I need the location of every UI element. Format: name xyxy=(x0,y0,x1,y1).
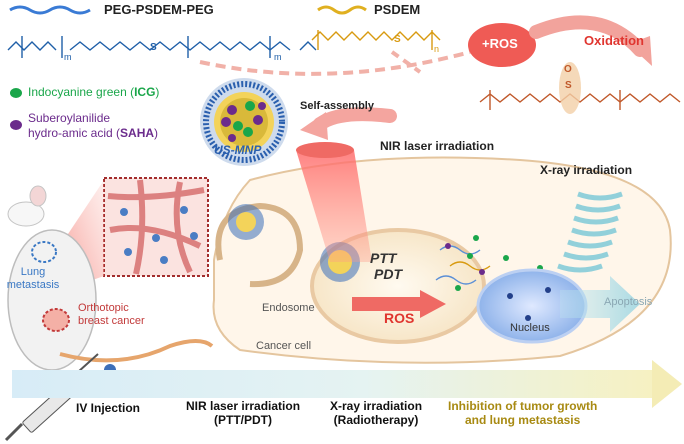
ros-bubble xyxy=(468,23,536,67)
oxidized-sulfur-label: S xyxy=(565,80,572,91)
timeline-arrow-head xyxy=(652,360,682,408)
dna-dot xyxy=(507,293,513,299)
timeline-step-xray: X-ray irradiation(Radiotherapy) xyxy=(330,399,423,427)
self-assembly-arrow-head xyxy=(300,112,328,140)
ros-label: ROS xyxy=(384,310,415,326)
tissue-nanoparticles xyxy=(120,206,198,264)
dna-dot xyxy=(525,315,531,321)
oxidation-arrow xyxy=(529,15,647,57)
subscript-m-right: m xyxy=(274,52,282,62)
endosome-label: Endosome xyxy=(262,302,315,314)
xray-label: X-ray irradiation xyxy=(540,163,633,177)
lung-metastasis-marker xyxy=(31,241,57,263)
breast-cancer-marker xyxy=(42,308,70,332)
timeline-step-iv-injection: IV Injection xyxy=(76,401,141,415)
subscript-m: m xyxy=(64,52,72,62)
saha-dot-icon xyxy=(10,120,22,130)
psdem-sulfur-label: S xyxy=(394,34,401,45)
oxidation-label: Oxidation xyxy=(584,33,644,48)
timeline-bar xyxy=(12,370,652,398)
legend-saha-line1: Suberoylanilide xyxy=(28,111,111,125)
ros-arrow-head xyxy=(420,290,446,318)
us-mnp-label: US-MNP xyxy=(214,143,262,157)
nir-laser-beam xyxy=(296,150,372,262)
xray-beam xyxy=(557,191,623,273)
pdt-label: PDT xyxy=(374,266,402,282)
psdem-structure xyxy=(311,30,441,50)
ptt-label: PTT xyxy=(370,250,397,266)
sulfoxide-highlight xyxy=(559,62,581,114)
ros-bubble-label: +ROS xyxy=(482,36,518,51)
endocytosis-vesicle xyxy=(215,202,304,288)
timeline-step-nir: NIR laser irradiation(PTT/PDT) xyxy=(186,399,301,427)
psdem-chain-icon xyxy=(317,5,367,15)
mouse-illustration xyxy=(7,185,214,371)
legend-icg: Indocyanine green (ICG) xyxy=(28,85,160,99)
peg-psdem-peg-structure xyxy=(7,36,317,58)
peg-chain-icon xyxy=(9,5,91,15)
self-assembly-arrow xyxy=(313,107,397,131)
oxidation-arrow-head xyxy=(628,36,652,66)
apoptosis-arrow xyxy=(560,276,640,332)
drug-dots xyxy=(221,101,266,142)
cancer-cell-label: Cancer cell xyxy=(256,340,312,352)
nucleus-label: Nucleus xyxy=(510,322,550,334)
peg-psdem-peg-label: PEG-PSDEM-PEG xyxy=(104,2,214,17)
dna-dot xyxy=(545,287,551,293)
dashed-arrow-blue xyxy=(199,50,471,76)
apoptosis-label: Apoptosis xyxy=(604,296,653,308)
internalizing-core xyxy=(236,212,256,232)
laser-source xyxy=(296,142,354,158)
nir-laser-label: NIR laser irradiation xyxy=(380,139,495,153)
psdem-label: PSDEM xyxy=(374,2,421,17)
oxidized-structure xyxy=(479,90,681,110)
blood-vessels xyxy=(107,179,205,275)
oxidized-oxygen-label: O xyxy=(564,64,572,75)
sulfur-atom-label: S xyxy=(150,42,157,53)
dashed-arrow-orange xyxy=(390,50,422,74)
self-assembly-label: Self-assembly xyxy=(300,100,374,112)
subscript-n: n xyxy=(434,44,440,54)
icg-dot-icon xyxy=(10,88,22,98)
legend-saha-line2: hydro-amic acid (SAHA) xyxy=(28,126,159,140)
